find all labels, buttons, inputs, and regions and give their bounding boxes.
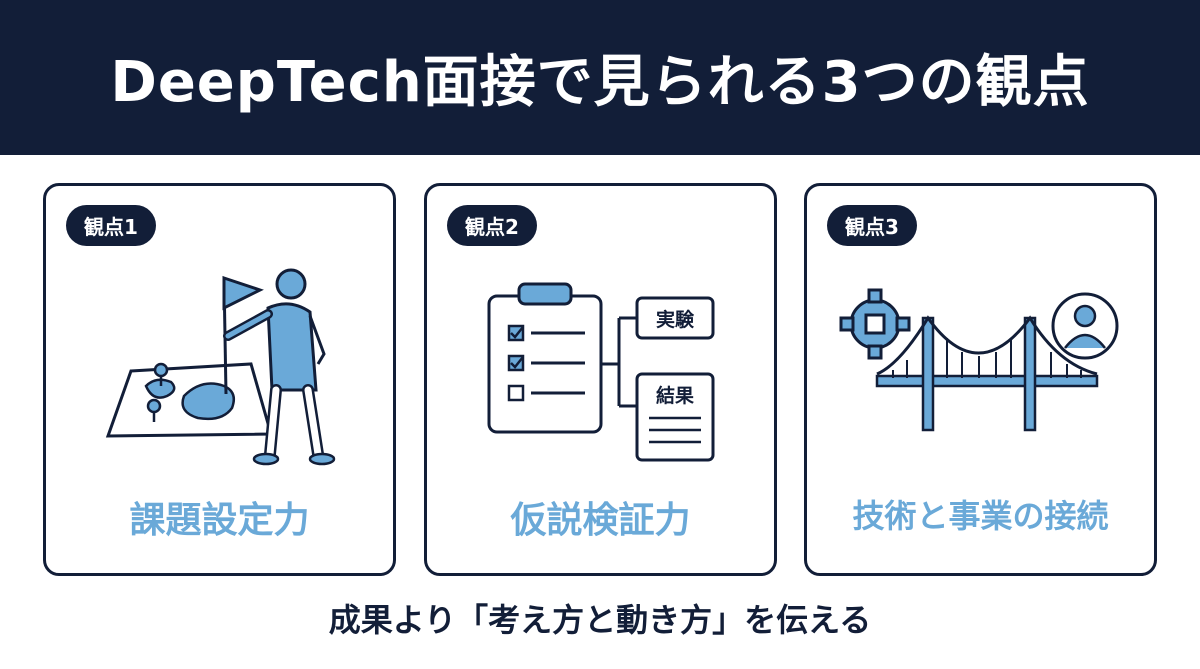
box-result: 結果 (656, 384, 694, 407)
badge-viewpoint-1: 観点1 (66, 205, 156, 246)
footer-message: 成果より「考え方と動き方」を伝える (328, 601, 872, 639)
label-issue-setting: 課題設定力 (129, 500, 310, 541)
person-with-flag-on-map-icon (105, 268, 336, 466)
card-viewpoint-1: 観点1 課題設定力 (43, 183, 396, 576)
clipboard-checklist-icon: 実験 結果 (487, 282, 715, 462)
gear-bridge-person-icon (839, 288, 1119, 432)
badge-viewpoint-3: 観点3 (827, 205, 917, 246)
card-viewpoint-3: 観点3 技術と事業の接続 (804, 183, 1157, 576)
card-viewpoint-2: 観点2 実験 結果 仮説検証力 (424, 183, 777, 576)
header-banner: DeepTech面接で見られる3つの観点 (0, 0, 1200, 155)
box-experiment: 実験 (656, 308, 695, 331)
page-title: DeepTech面接で見られる3つの観点 (110, 50, 1090, 115)
label-tech-business-connection: 技術と事業の接続 (852, 497, 1109, 535)
label-hypothesis-testing: 仮説検証力 (510, 500, 691, 541)
badge-viewpoint-2: 観点2 (447, 205, 537, 246)
